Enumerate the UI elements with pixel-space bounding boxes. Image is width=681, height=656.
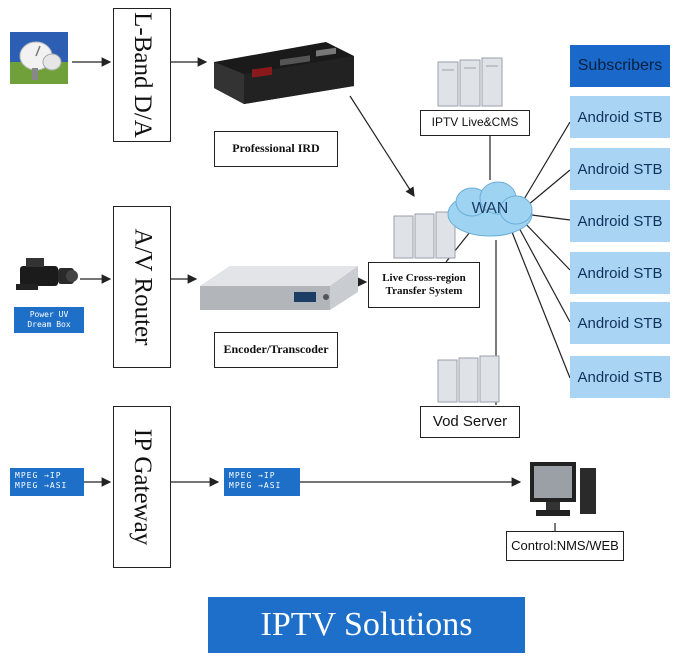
iptv-live-cms-label: IPTV Live&CMS xyxy=(420,110,530,136)
satellite-dish-icon xyxy=(10,32,68,84)
subscriber-stb: Android STB xyxy=(570,200,670,242)
mpeg-block-mid: MPEG →IP MPEG →ASI xyxy=(224,468,300,496)
control-nms-label: Control:NMS/WEB xyxy=(506,531,624,561)
subscriber-stb: Android STB xyxy=(570,252,670,294)
server-rack-icon xyxy=(436,352,502,404)
ird-label: Professional IRD xyxy=(214,131,338,167)
mpeg-block-left: MPEG →IP MPEG →ASI xyxy=(10,468,84,496)
wan-cloud-icon: WAN xyxy=(442,176,538,246)
server-rack-icon xyxy=(436,54,506,110)
page-title: IPTV Solutions xyxy=(208,597,525,653)
encoder-label: Encoder/Transcoder xyxy=(214,332,338,368)
vod-server-label: Vod Server xyxy=(420,406,520,438)
computer-monitor-icon xyxy=(524,458,600,524)
subscriber-stb: Android STB xyxy=(570,148,670,190)
subscriber-stb: Android STB xyxy=(570,96,670,138)
cross-region-label: Live Cross-region Transfer System xyxy=(368,262,480,308)
subscriber-stb: Android STB xyxy=(570,356,670,398)
subscriber-stb: Android STB xyxy=(570,302,670,344)
ip-gateway-box: IP Gateway xyxy=(113,406,171,568)
ird-device-icon xyxy=(206,40,356,106)
video-camera-icon xyxy=(14,252,78,298)
server-rack-icon xyxy=(392,208,458,260)
power-uv-tag: Power UV Dream Box xyxy=(14,307,84,333)
lband-da-box: L-Band D/A xyxy=(113,8,171,142)
encoder-device-icon xyxy=(196,262,360,312)
wan-label: WAN xyxy=(471,200,509,217)
subscribers-header: Subscribers xyxy=(570,45,670,87)
av-router-box: A/V Router xyxy=(113,206,171,368)
